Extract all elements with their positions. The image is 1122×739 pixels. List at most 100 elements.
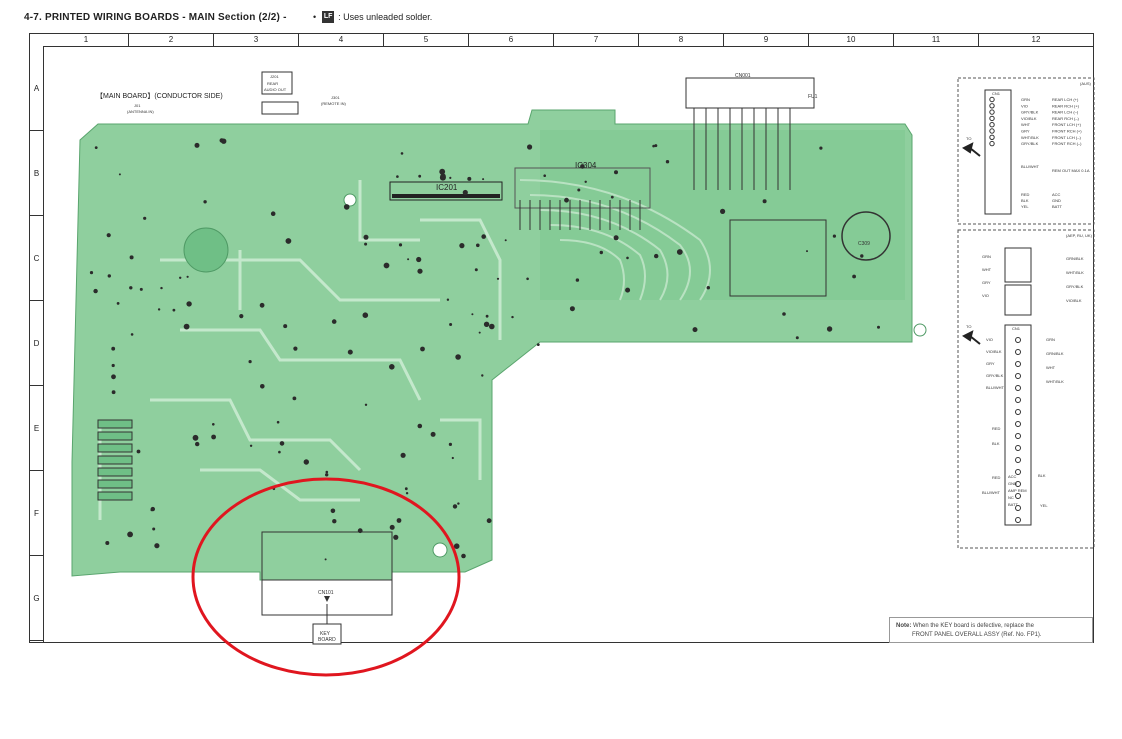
- aep-pin: [1015, 373, 1021, 379]
- solder-pad: [826, 326, 833, 332]
- solder-pad: [536, 343, 540, 346]
- row-label-C: C: [29, 216, 44, 301]
- ic304-pins: [519, 200, 641, 230]
- aep-pin: [1015, 457, 1021, 463]
- aep-pin: [1015, 445, 1021, 451]
- solder-pad: [331, 319, 337, 324]
- aep-pin: [1015, 505, 1021, 511]
- row-label-D: D: [29, 301, 44, 386]
- left-connector: [97, 419, 133, 501]
- aep-connector-label: CN1: [1012, 326, 1021, 331]
- column-label-1: 1: [44, 33, 129, 46]
- aus-pin-signal: REAR LCH (+): [1052, 97, 1079, 102]
- svg-text:BOARD: BOARD: [318, 637, 336, 643]
- aus-wire-color: VIO: [1021, 103, 1028, 108]
- row-label-B: B: [29, 131, 44, 216]
- solder-pad: [111, 363, 115, 368]
- solder-pad: [453, 543, 460, 549]
- solder-pad: [580, 164, 585, 169]
- aep-low-label: RED: [992, 426, 1001, 431]
- aus-pin-signal: REAR LCH (–): [1052, 110, 1079, 115]
- solder-pad: [806, 250, 808, 253]
- solder-pad: [364, 403, 368, 406]
- solder-pad: [186, 301, 192, 307]
- key-board-label: KEY: [320, 631, 331, 637]
- solder-pad: [396, 175, 399, 178]
- solder-pad: [393, 534, 399, 540]
- aep-pin: [1015, 481, 1021, 487]
- aep-pin-label: GND: [1008, 481, 1017, 486]
- solder-pad: [481, 374, 484, 377]
- aep-mid-right-label: WHT: [1046, 365, 1056, 370]
- solder-pad: [467, 176, 472, 181]
- mounting-hole: [913, 323, 927, 337]
- solder-pad: [485, 314, 489, 318]
- solder-pad: [130, 333, 134, 336]
- row-label-F: F: [29, 471, 44, 556]
- aus-to-label: TO: [966, 136, 971, 141]
- column-label-11: 11: [894, 33, 979, 46]
- solder-pad: [417, 423, 423, 429]
- main-board-title: 【MAIN BOARD】(CONDUCTOR SIDE): [96, 92, 223, 100]
- aus-wire-color: GRY/BLK: [1021, 110, 1039, 115]
- highlight-ellipse: [191, 477, 461, 677]
- note-line-1: When the KEY board is defective, replace…: [913, 623, 1034, 629]
- cn001-leads: [693, 108, 791, 190]
- solder-pad: [106, 233, 111, 238]
- solder-pad: [118, 173, 121, 176]
- solder-pad: [448, 442, 452, 446]
- solder-pad: [482, 178, 485, 181]
- solder-pad: [486, 518, 492, 524]
- solder-pad: [183, 323, 190, 330]
- solder-pad: [461, 553, 466, 559]
- key-board-box: [312, 623, 342, 645]
- solder-pad: [543, 174, 546, 177]
- column-label-2: 2: [129, 33, 214, 46]
- aep-mid-right-label: GRN: [1046, 337, 1055, 342]
- aep-pin-label: BATT: [1008, 502, 1018, 507]
- solder-pad: [471, 313, 474, 316]
- solder-pad: [249, 444, 253, 447]
- solder-pad: [575, 278, 580, 282]
- solder-pad: [89, 271, 94, 275]
- solder-pad: [652, 144, 655, 148]
- solder-pad: [511, 315, 514, 319]
- mounting-hole: [343, 193, 357, 207]
- solder-pad: [363, 234, 369, 240]
- aep-pin: [1015, 385, 1021, 391]
- solder-pad: [665, 160, 670, 164]
- solder-pad: [584, 180, 587, 183]
- aus-pin: [989, 96, 995, 103]
- solder-pad: [221, 138, 227, 144]
- aep-low-label: YEL: [1040, 503, 1048, 508]
- aep-pin: [1015, 433, 1021, 439]
- solder-pad: [143, 216, 147, 220]
- svg-text:AUDIO OUT: AUDIO OUT: [264, 87, 287, 92]
- note-line-2: FRONT PANEL OVERALL ASSY (Ref. No. FP1).: [912, 632, 1042, 638]
- ic304-label: IC304: [575, 161, 597, 170]
- aus-power-signal: ACC: [1052, 192, 1061, 197]
- aep-top-left-label: GRY: [982, 280, 991, 285]
- aep-pin: [1015, 469, 1021, 475]
- solder-pad: [279, 441, 285, 446]
- solder-pad: [613, 235, 619, 241]
- aus-power-color: YEL: [1021, 204, 1029, 209]
- solder-pad: [324, 558, 327, 561]
- solder-pad: [457, 502, 460, 505]
- solder-pad: [720, 208, 726, 214]
- solder-pad: [398, 243, 403, 247]
- aus-pin-signal: FRONT LCH (+): [1052, 122, 1082, 127]
- aus-region-label: (AUS): [1080, 81, 1092, 86]
- solder-pad: [195, 441, 200, 447]
- cn101-arrow-icon: [324, 596, 330, 602]
- aep-pin-label: AMP REM: [1008, 488, 1027, 493]
- solder-pad: [852, 274, 856, 279]
- solder-pad: [260, 384, 265, 389]
- aus-wire-color: WHT/BLK: [1021, 135, 1039, 140]
- solder-pad: [203, 200, 207, 204]
- solder-pad: [105, 541, 110, 545]
- solder-pad: [400, 452, 406, 458]
- aus-pin: [989, 103, 995, 109]
- j301-label: J301: [331, 95, 340, 100]
